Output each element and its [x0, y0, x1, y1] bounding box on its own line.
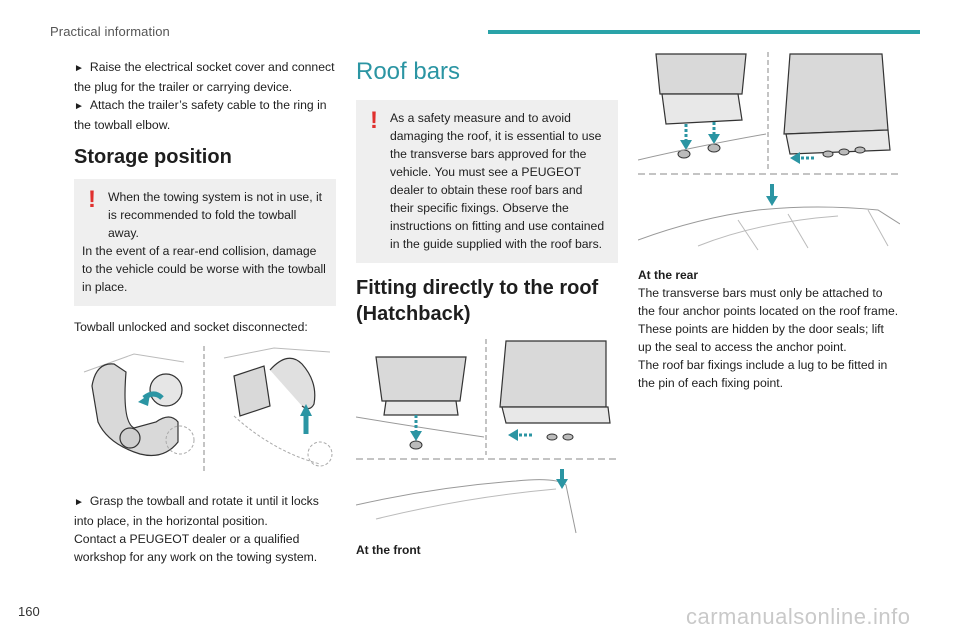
rear-text-1: The transverse bars must only be attache…: [638, 286, 899, 354]
towball-caption: Towball unlocked and socket disconnected…: [74, 320, 308, 334]
triangle-right-icon: ►: [74, 63, 84, 74]
roof-bars-heading: Roof bars: [356, 58, 461, 85]
roof-warning-box: ! As a safety measure and to avoid damag…: [356, 100, 618, 263]
grasp-bullet: ►Grasp the towball and rotate it until i…: [74, 494, 319, 528]
towball-illustration: [74, 342, 336, 478]
triangle-right-icon: ►: [74, 101, 84, 112]
front-fixing-drawing: [356, 339, 618, 534]
triangle-right-icon: ►: [74, 497, 84, 508]
towball-drawing: [83, 346, 333, 474]
warning-line-1: When the towing system is not in use, it…: [108, 190, 323, 240]
exclamation-icon: !: [370, 107, 378, 134]
section-title: Practical information: [50, 24, 170, 39]
column-3: At the rear The transverse bars must onl…: [638, 50, 900, 392]
rear-fixing-illustration: [638, 50, 900, 260]
column-1: ►Raise the electrical socket cover and c…: [74, 58, 336, 566]
header-accent-bar: [488, 30, 920, 34]
page-number: 160: [18, 604, 40, 619]
exclamation-icon: !: [88, 186, 96, 213]
contact-text: Contact a PEUGEOT dealer or a qualified …: [74, 532, 318, 564]
fitting-heading: Fitting directly to the roof (Hatchback): [356, 277, 599, 325]
storage-warning-box: ! When the towing system is not in use, …: [74, 179, 336, 306]
column-2: Roof bars ! As a safety measure and to a…: [356, 58, 618, 559]
rear-fixing-drawing: [638, 52, 900, 251]
front-fixing-illustration: [356, 337, 618, 537]
watermark: carmanualsonline.info: [686, 604, 911, 629]
roof-warning-text: As a safety measure and to avoid damagin…: [390, 111, 605, 251]
intro-bullet-1: ►Raise the electrical socket cover and c…: [74, 60, 335, 94]
front-caption: At the front: [356, 543, 421, 557]
storage-heading: Storage position: [74, 146, 232, 168]
rear-text-2: The roof bar fixings include a lug to be…: [638, 358, 888, 390]
rear-caption: At the rear: [638, 268, 699, 282]
intro-bullet-2: ►Attach the trailer’s safety cable to th…: [74, 98, 327, 132]
warning-line-2: In the event of a rear-end collision, da…: [82, 244, 326, 294]
